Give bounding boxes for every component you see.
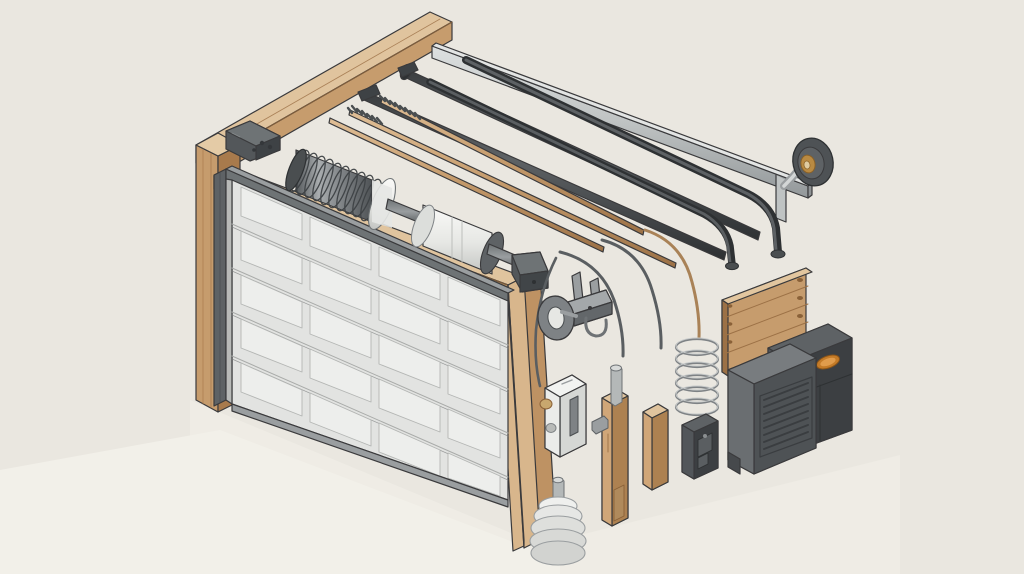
safety-sensor [539,374,587,458]
wall-console [681,413,719,480]
lift-cable-1 [558,250,625,358]
bent-tube-set [426,56,786,271]
spring-left-cap [285,148,307,192]
lift-cables [534,228,701,388]
end-bearing-bracket [511,251,549,293]
opener-motor-unit [727,343,817,475]
wood-slat-panel [721,267,813,377]
compression-spring [674,337,720,417]
lift-cable-5 [534,256,558,388]
copper-rod-2 [378,94,645,236]
post-side-tab [591,415,609,435]
top-corner-bracket [225,120,281,162]
lift-cable-2 [600,238,663,350]
door-panel-row-1 [240,186,501,327]
door-panel-row-3 [240,274,501,415]
sensor-lens [569,395,579,437]
door-panel-row-4 [240,318,501,459]
console-button-main [697,432,713,458]
steel-angle-rail [431,42,813,223]
door-panel-row-2 [240,230,501,371]
door-panel-row-5 [240,362,501,497]
lift-cable-3 [643,228,701,340]
jackshaft-post [591,364,629,527]
console-button-small [697,452,709,470]
post-metal-pin [610,365,623,407]
copper-rod-3 [328,117,605,253]
pulley-wheel-assembly [780,137,834,190]
garage-door-sections [225,178,509,508]
torsion-spring-assembly [285,148,549,293]
wood-block [642,403,669,491]
copper-rod-1 [346,104,677,269]
sensor-knob [539,398,553,410]
roller-hinge-bracket [537,271,613,341]
bumper-stack [529,476,587,566]
floor-plane-right [190,400,900,574]
